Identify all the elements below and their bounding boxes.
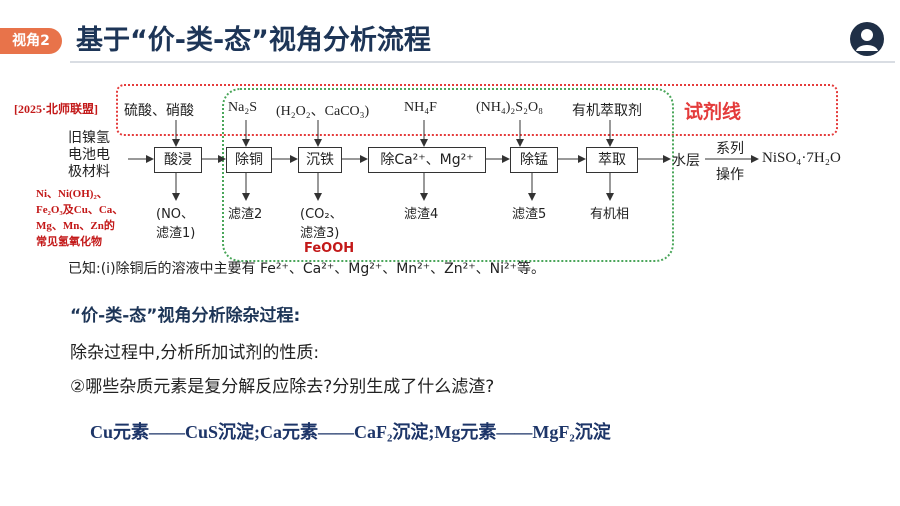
feed-line: 旧镍氢	[68, 130, 110, 146]
reagent-extractant: 有机萃取剂	[572, 103, 642, 119]
residue-3: (CO₂、 滤渣3)	[300, 203, 343, 241]
component-line: 常见氢氧化物	[36, 236, 102, 248]
component-line: Ni、Ni(OH)₂、	[36, 188, 108, 200]
residue-3-line: 滤渣3)	[300, 226, 340, 241]
step-precipitate-iron: 沉铁	[298, 147, 342, 173]
analysis-answer: Cu元素——CuS沉淀;Ca元素——CaF₂沉淀;Mg元素——MgF₂沉淀	[90, 422, 611, 442]
step-extraction: 萃取	[586, 147, 638, 173]
source-tag: [2025·北师联盟]	[14, 102, 98, 116]
residue-3-line: (CO₂、	[300, 207, 343, 222]
impurity-removal-frame	[222, 88, 674, 262]
aqueous-layer: 水层	[672, 153, 700, 169]
residue-1-line: 滤渣1)	[156, 226, 196, 241]
feooh-label: FeOOH	[304, 241, 355, 256]
page-title: 基于“价-类-态”视角分析流程	[76, 25, 431, 56]
reagent-na2s: Na₂S	[228, 100, 257, 115]
user-avatar-icon[interactable]	[850, 22, 884, 56]
reagent-persulfate: (NH₄)₂S₂O₈	[476, 100, 543, 115]
residue-4: 滤渣4	[404, 207, 439, 222]
residue-1: (NO、 滤渣1)	[156, 203, 195, 241]
feed-material: 旧镍氢 电池电 极材料	[68, 130, 110, 181]
product: NiSO₄·7H₂O	[762, 150, 841, 166]
series-op-line2: 操作	[716, 167, 744, 183]
analysis-heading: “价-类-态”视角分析除杂过程:	[70, 306, 301, 326]
analysis-line-1: 除杂过程中,分析所加试剂的性质:	[70, 343, 320, 363]
known-condition: 已知:(ⅰ)除铜后的溶液中主要有 Fe²⁺、Ca²⁺、Mg²⁺、Mn²⁺、Zn²…	[68, 261, 545, 277]
series-op-line1: 系列	[716, 141, 744, 157]
feed-line: 电池电	[68, 147, 110, 163]
reagent-h2o2-caco3: (H₂O₂、CaCO₃)	[276, 104, 370, 119]
view-tag: 视角2	[0, 28, 62, 54]
feed-line: 极材料	[68, 164, 110, 180]
step-acid-leach: 酸浸	[154, 147, 202, 173]
step-remove-manganese: 除锰	[510, 147, 558, 173]
step-remove-copper: 除铜	[226, 147, 272, 173]
reagent-line-frame	[116, 84, 838, 136]
reagent-acid: 硫酸、硝酸	[124, 103, 194, 119]
residue-5: 滤渣5	[512, 207, 547, 222]
residue-1-line: (NO、	[156, 207, 195, 222]
reagent-line-label: 试剂线	[684, 101, 742, 123]
component-line: Mg、Mn、Zn的	[36, 220, 115, 232]
step-remove-ca-mg: 除Ca²⁺、Mg²⁺	[368, 147, 486, 173]
header-divider	[70, 61, 895, 63]
organic-phase: 有机相	[590, 207, 630, 222]
analysis-line-2: ②哪些杂质元素是复分解反应除去?分别生成了什么滤渣?	[70, 377, 495, 397]
component-line: Fe₂O₃及Cu、Ca、	[36, 204, 124, 216]
reagent-nh4f: NH₄F	[404, 100, 437, 115]
residue-2: 滤渣2	[228, 207, 263, 222]
feed-components: Ni、Ni(OH)₂、 Fe₂O₃及Cu、Ca、 Mg、Mn、Zn的 常见氢氧化…	[36, 186, 123, 250]
